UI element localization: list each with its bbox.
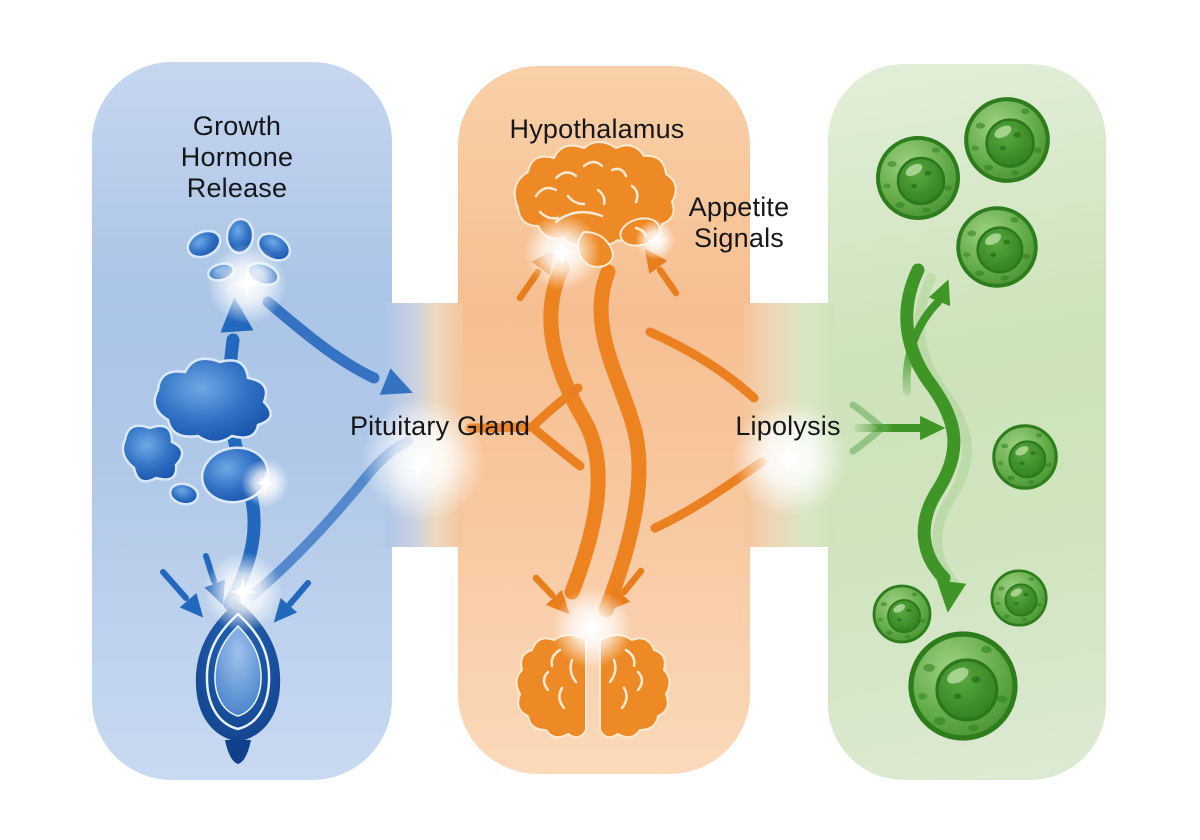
- lipolysis-label: Lipolysis: [735, 411, 841, 441]
- growth-hormone-release-label: Growth Hormone Release: [181, 111, 293, 204]
- growth-line-3: Release: [186, 173, 288, 203]
- highlight-glows: [203, 214, 848, 668]
- hypothalamus-label: Hypothalamus: [509, 114, 685, 144]
- brain-top-view-icon: [515, 634, 671, 739]
- pituitary-gland-label: Pituitary Gland: [349, 411, 531, 441]
- appetite-line-1: Appetite: [688, 192, 790, 222]
- appetite-signals-label: Appetite Signals: [689, 192, 790, 254]
- growth-line-2: Hormone: [180, 142, 294, 172]
- growth-line-1: Growth: [192, 111, 282, 141]
- fat-cell-arrows: [849, 263, 972, 615]
- appetite-line-2: Signals: [694, 223, 784, 253]
- pituitary-organ-cross-section-icon: [195, 600, 281, 764]
- fat-cells-icon: [872, 99, 1058, 738]
